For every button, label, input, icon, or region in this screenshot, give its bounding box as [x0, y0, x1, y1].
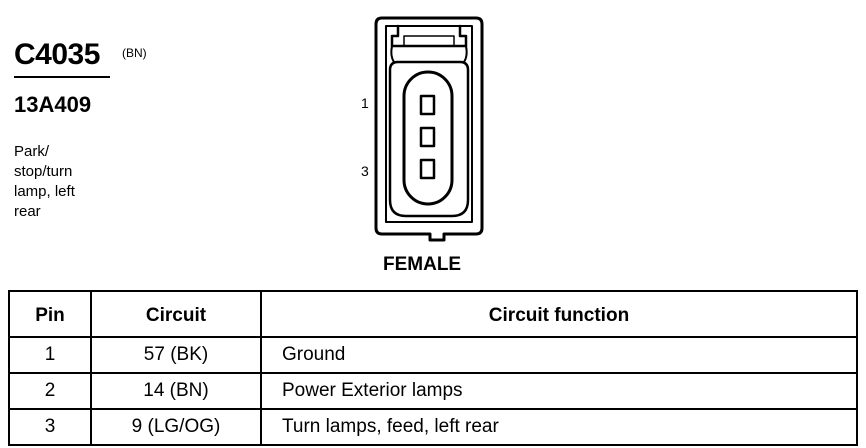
- table-row: 1 57 (BK) Ground: [8, 336, 858, 374]
- part-number: 13A409: [14, 92, 92, 117]
- pin-label-1: 1: [361, 95, 369, 111]
- connector-description: Park/ stop/turn lamp, left rear: [14, 142, 124, 222]
- connector-color-code: (BN): [122, 46, 147, 60]
- cell-function: Ground: [260, 336, 858, 374]
- cell-function: Turn lamps, feed, left rear: [260, 408, 858, 446]
- cell-pin: 2: [8, 372, 92, 410]
- connector-housing-outer: [374, 16, 484, 242]
- pin-label-3: 3: [361, 163, 369, 179]
- connector-id: C4035: [14, 38, 100, 71]
- latch-line: [390, 45, 395, 63]
- header-pin: Pin: [8, 290, 92, 338]
- cell-function: Power Exterior lamps: [260, 372, 858, 410]
- table-row: 3 9 (LG/OG) Turn lamps, feed, left rear: [8, 408, 858, 446]
- terminal-cavity-2: [419, 126, 436, 148]
- cell-circuit: 57 (BK): [90, 336, 262, 374]
- header-circuit: Circuit: [90, 290, 262, 338]
- table-row: 2 14 (BN) Power Exterior lamps: [8, 372, 858, 410]
- header-circuit-function: Circuit function: [260, 290, 858, 338]
- cell-circuit: 9 (LG/OG): [90, 408, 262, 446]
- description-line: rear: [14, 203, 41, 220]
- terminal-cavity-3: [419, 158, 436, 180]
- cell-pin: 1: [8, 336, 92, 374]
- description-line: stop/turn: [14, 163, 73, 180]
- connector-face-diagram: [374, 16, 484, 242]
- latch-line-right: [463, 45, 468, 63]
- terminal-cavity-1: [419, 94, 436, 116]
- description-line: Park/: [14, 143, 50, 160]
- cell-pin: 3: [8, 408, 92, 446]
- table-header-row: Pin Circuit Circuit function: [8, 290, 858, 338]
- pinout-table: Pin Circuit Circuit function 1 57 (BK) G…: [8, 290, 858, 446]
- connector-gender-label: FEMALE: [383, 254, 462, 275]
- locking-tab: [390, 24, 468, 48]
- cell-circuit: 14 (BN): [90, 372, 262, 410]
- connector-id-underline: [14, 76, 110, 78]
- terminal-cavity-oval: [402, 70, 454, 206]
- locking-tab-detail: [403, 35, 455, 47]
- connector-shroud: [388, 60, 470, 218]
- connector-housing-inner: [385, 25, 473, 223]
- description-line: lamp, left: [14, 183, 75, 200]
